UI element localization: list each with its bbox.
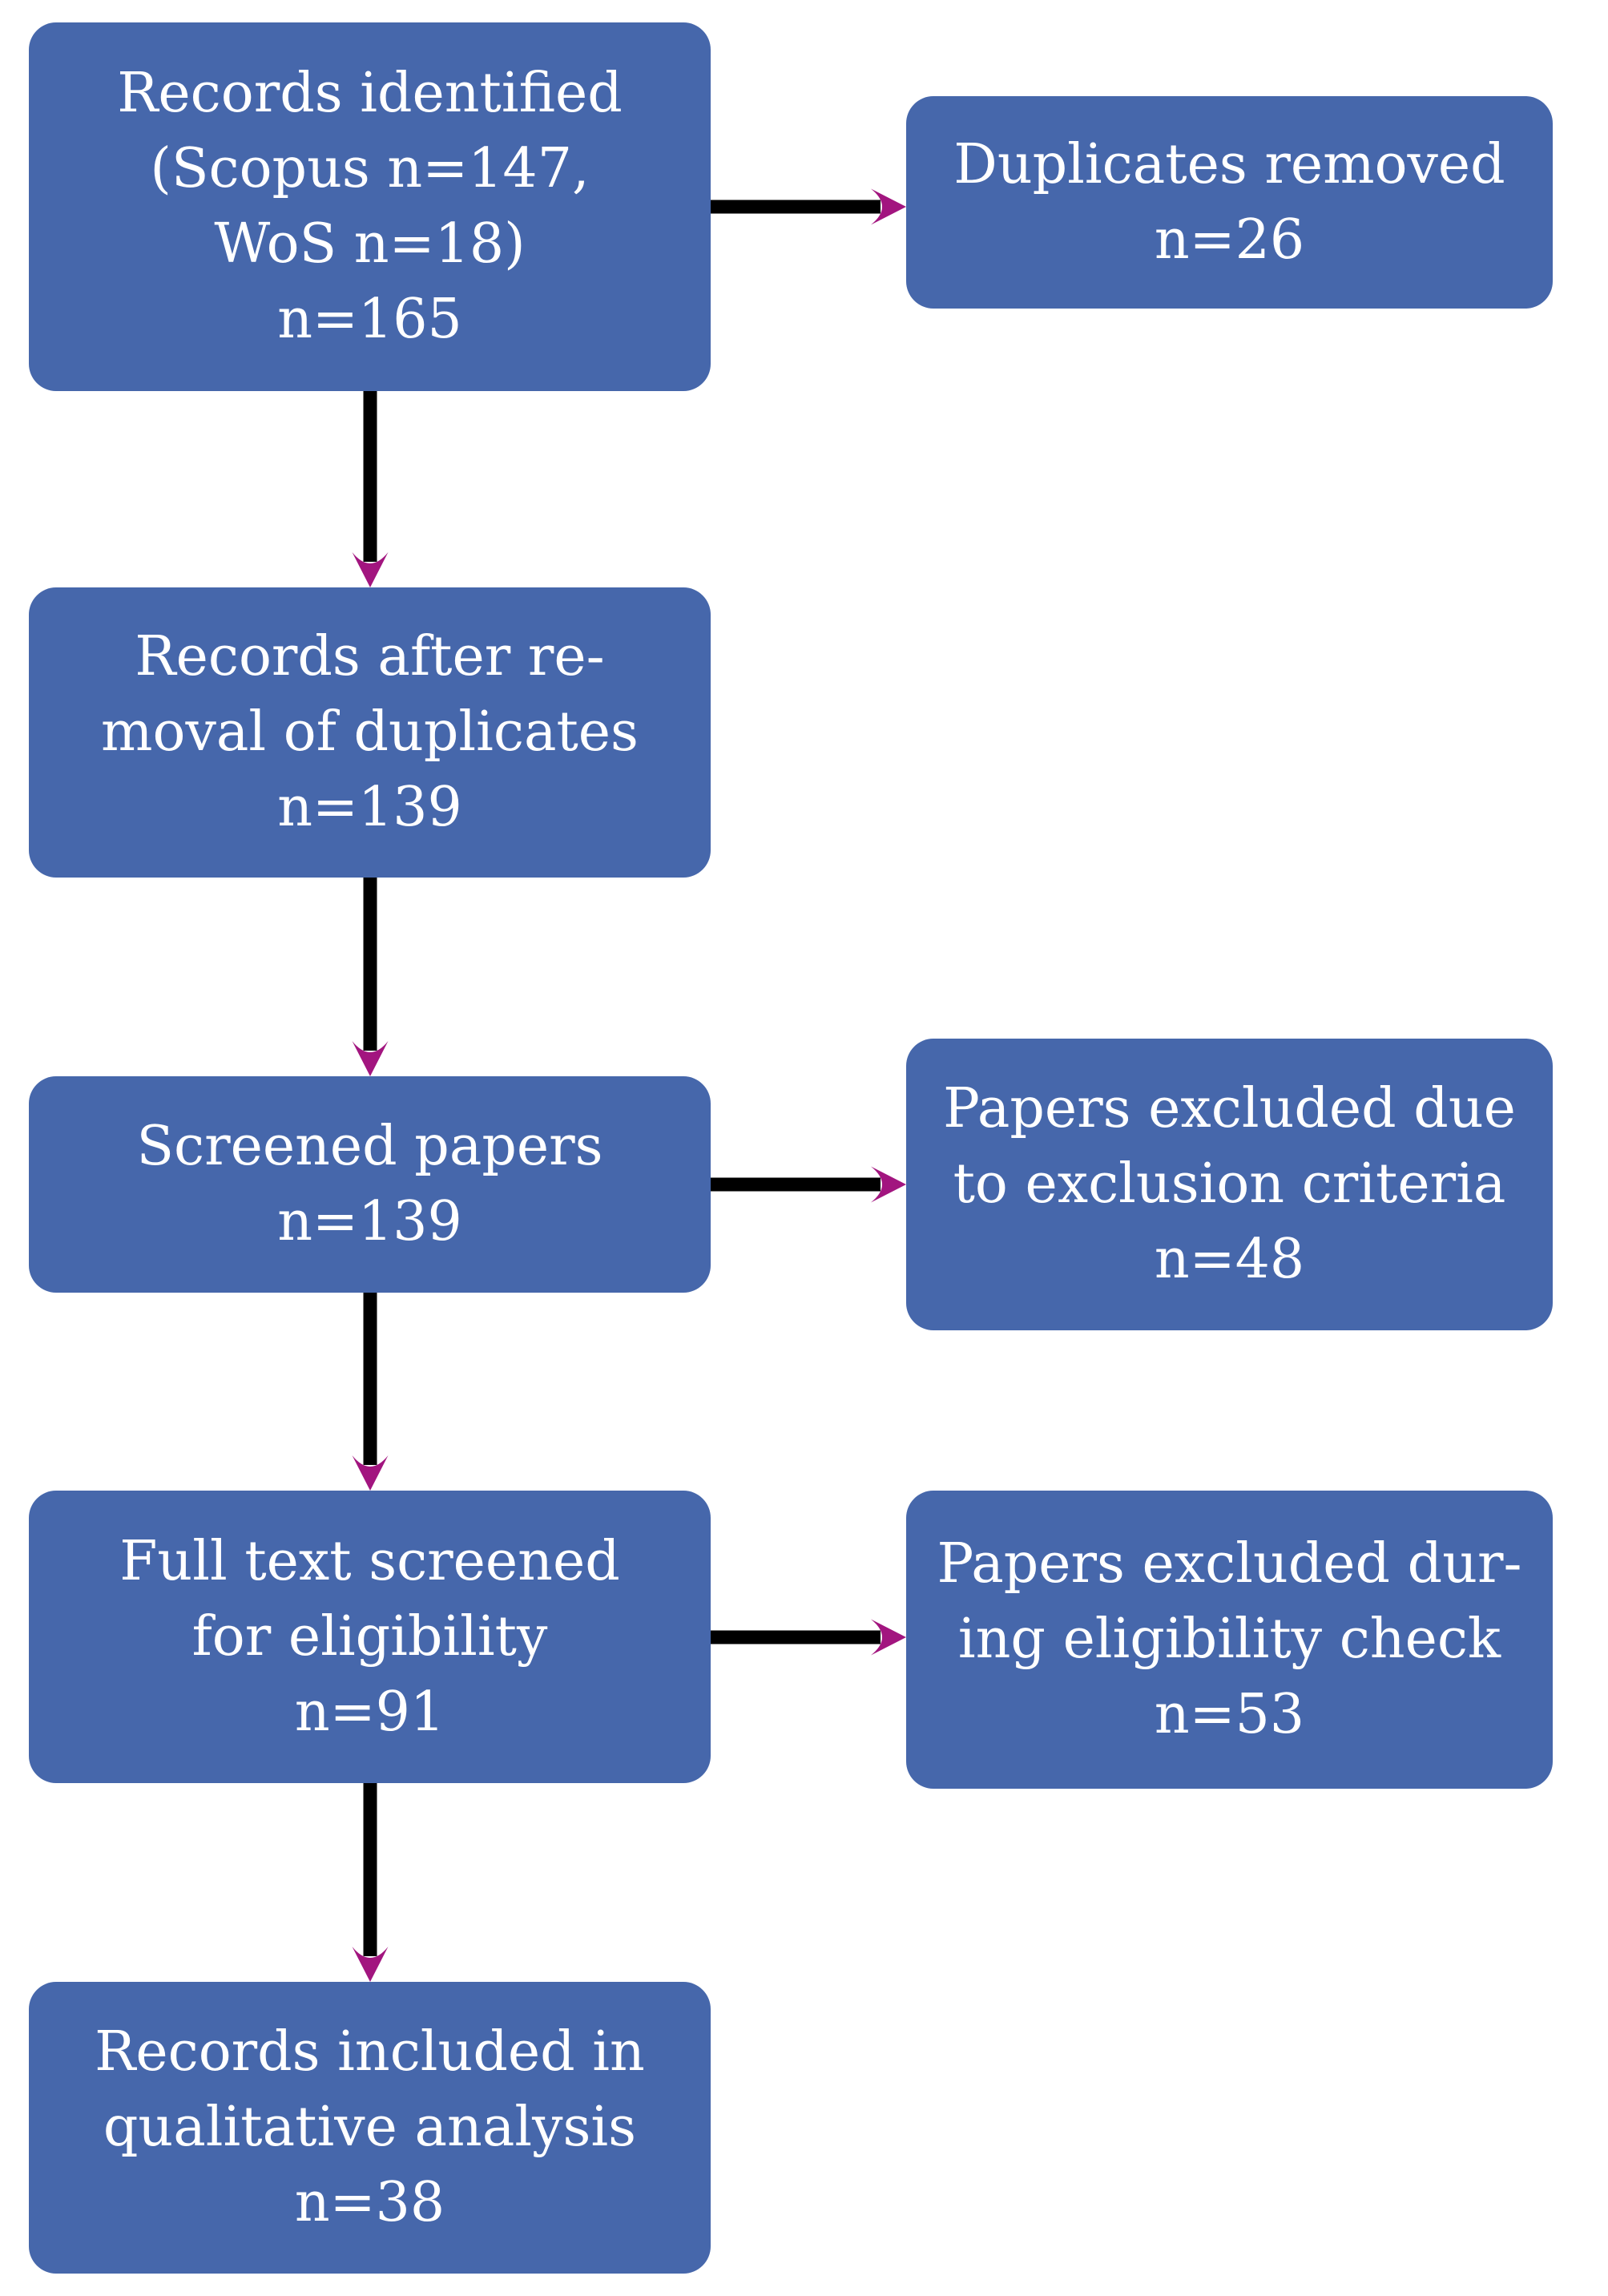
node-full-text-screened: Full text screened for eligibility n=91: [29, 1491, 711, 1783]
node-text-line: Records identified: [117, 62, 623, 125]
node-text-line: WoS n=18): [214, 212, 526, 276]
node-records-identified: Records identified (Scopus n=147, WoS n=…: [29, 22, 711, 391]
arrow-right-screened-to-excluded-criteria: [711, 1166, 906, 1203]
node-count-line: n=165: [277, 288, 462, 351]
node-text-line: moval of duplicates: [101, 700, 639, 764]
node-text-line: Papers excluded due: [943, 1077, 1516, 1140]
node-text-line: Records included in: [95, 2020, 645, 2084]
node-records-after-removal: Records after re- moval of duplicates n=…: [29, 587, 711, 878]
node-count-line: n=91: [294, 1680, 445, 1744]
node-count-line: n=38: [294, 2171, 445, 2234]
node-text-line: Records after re-: [135, 625, 605, 688]
node-text-line: for eligibility: [191, 1604, 548, 1669]
node-count-line: n=26: [1154, 208, 1305, 272]
arrow-down-screened-to-fulltext: [352, 1293, 389, 1491]
node-records-included: Records included in qualitative analysis…: [29, 1982, 711, 2274]
arrow-right-fulltext-to-excluded-eligibility: [711, 1619, 906, 1656]
node-screened-papers: Screened papers n=139: [29, 1076, 711, 1293]
node-text-line: to exclusion criteria: [953, 1152, 1506, 1216]
node-count-line: n=48: [1154, 1228, 1305, 1291]
node-papers-excluded-eligibility-check: Papers excluded dur- ing eligibility che…: [906, 1491, 1553, 1789]
arrow-down-after-removal-to-screened: [352, 878, 389, 1076]
node-papers-excluded-exclusion-criteria: Papers excluded due to exclusion criteri…: [906, 1039, 1553, 1330]
node-count-line: n=139: [277, 776, 462, 839]
node-count-line: n=139: [277, 1190, 462, 1253]
node-text-line: (Scopus n=147,: [150, 137, 590, 200]
arrow-down-identified-to-after-removal: [352, 391, 389, 587]
node-text-line: Full text screened: [119, 1529, 620, 1593]
node-text-line: Screened papers: [136, 1115, 603, 1178]
node-text-line: Papers excluded dur-: [937, 1532, 1522, 1596]
node-text-line: ing eligibility check: [957, 1608, 1501, 1671]
node-duplicates-removed: Duplicates removed n=26: [906, 96, 1553, 309]
node-text-line: qualitative analysis: [103, 2096, 637, 2159]
arrow-down-fulltext-to-included: [352, 1783, 389, 1982]
node-count-line: n=53: [1154, 1683, 1305, 1746]
arrow-right-identified-to-duplicates: [711, 188, 906, 225]
node-text-line: Duplicates removed: [953, 132, 1505, 196]
